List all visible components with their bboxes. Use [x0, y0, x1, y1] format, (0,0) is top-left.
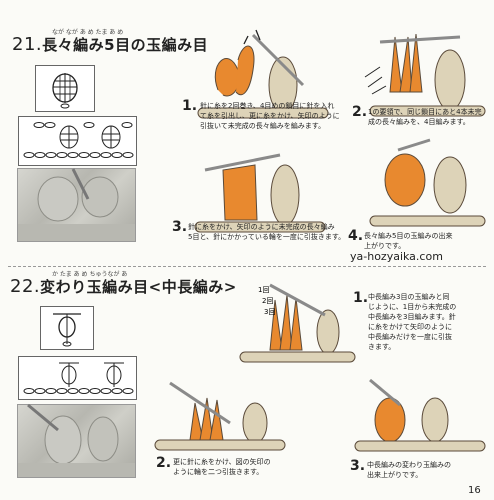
- step-number: 1.: [353, 290, 369, 306]
- step-number: 4.: [348, 228, 364, 244]
- step-caption: 長々編み5目の玉編みの出来 上がりです。: [364, 232, 453, 250]
- section-number: 22.: [10, 276, 41, 297]
- diagram-label: 3回: [264, 308, 275, 316]
- step3-illustration: [354, 378, 486, 452]
- step2-illustration: [154, 381, 286, 451]
- chain-chart-icon: [23, 122, 134, 158]
- step1-illustration: [197, 29, 329, 119]
- variation-puff-icon: [53, 313, 81, 347]
- step-number: 3.: [172, 219, 188, 235]
- diagram-label: 1回: [258, 286, 269, 294]
- section-number: 21.: [12, 34, 43, 55]
- sample-photo: [17, 403, 136, 478]
- section-21-title: 21.長々編み5目の玉編み目: [12, 34, 208, 55]
- step1-illustration: 1回 2回 3回: [239, 283, 356, 363]
- step-number: 2.: [156, 455, 172, 471]
- chain-chart-icon: [23, 362, 134, 394]
- step-caption: 針に糸をかけ、矢印のように未完成の長々編み 5目と、針にかかっている輪を一度に引…: [188, 223, 346, 241]
- diagram-label: 2回: [262, 297, 273, 305]
- step-number: 1.: [182, 98, 198, 114]
- stitch-chart-diagram: [18, 356, 137, 400]
- step-number: 3.: [350, 458, 366, 474]
- yarn-photo-icon: [18, 168, 135, 241]
- title-ruby: なが なが あ め たま あ め: [52, 29, 124, 36]
- step4-illustration: [369, 138, 486, 227]
- page-number: 16: [468, 485, 481, 496]
- section-title-text: 変わり玉編み目<中長編み>: [40, 278, 237, 296]
- section-22-title: 22.変わり玉編み目<中長編み>: [10, 276, 237, 297]
- step3-illustration: [194, 153, 326, 233]
- step-caption: 中長編み3目の玉編みと同 じように、1目から未完成の 中長編みを3目編みます。針…: [368, 293, 457, 351]
- step-caption: 1の要領で、同じ鎖目にあと4本未完 成の長々編みを、4目編みます。: [368, 108, 482, 126]
- stitch-symbol-box: [35, 65, 95, 112]
- puff-symbol-icon: [52, 73, 78, 109]
- stitch-symbol-box: [40, 306, 94, 350]
- step-caption: 針に糸を2回巻き、4目めの鎖目に針を入れ て糸を引出し、更に糸をかけ、矢印のよう…: [200, 102, 340, 130]
- yarn-photo-icon: [18, 403, 135, 477]
- step-caption: 中長編みの変わり玉編みの 出来上がりです。: [367, 461, 451, 479]
- step-caption: 更に針に糸をかけ、図の矢印の ように輪を二つ引抜きます。: [173, 458, 271, 476]
- watermark: ya-hozyaika.com: [350, 250, 443, 263]
- title-ruby: か たま あ め ちゅうなが あ: [52, 271, 128, 278]
- sample-photo: [17, 168, 136, 242]
- section-title-text: 長々編み5目の玉編み目: [42, 36, 209, 54]
- stitch-chart-diagram: [18, 116, 137, 166]
- section-divider: [8, 266, 486, 267]
- step-number: 2.: [352, 104, 368, 120]
- step2-illustration: [364, 33, 486, 117]
